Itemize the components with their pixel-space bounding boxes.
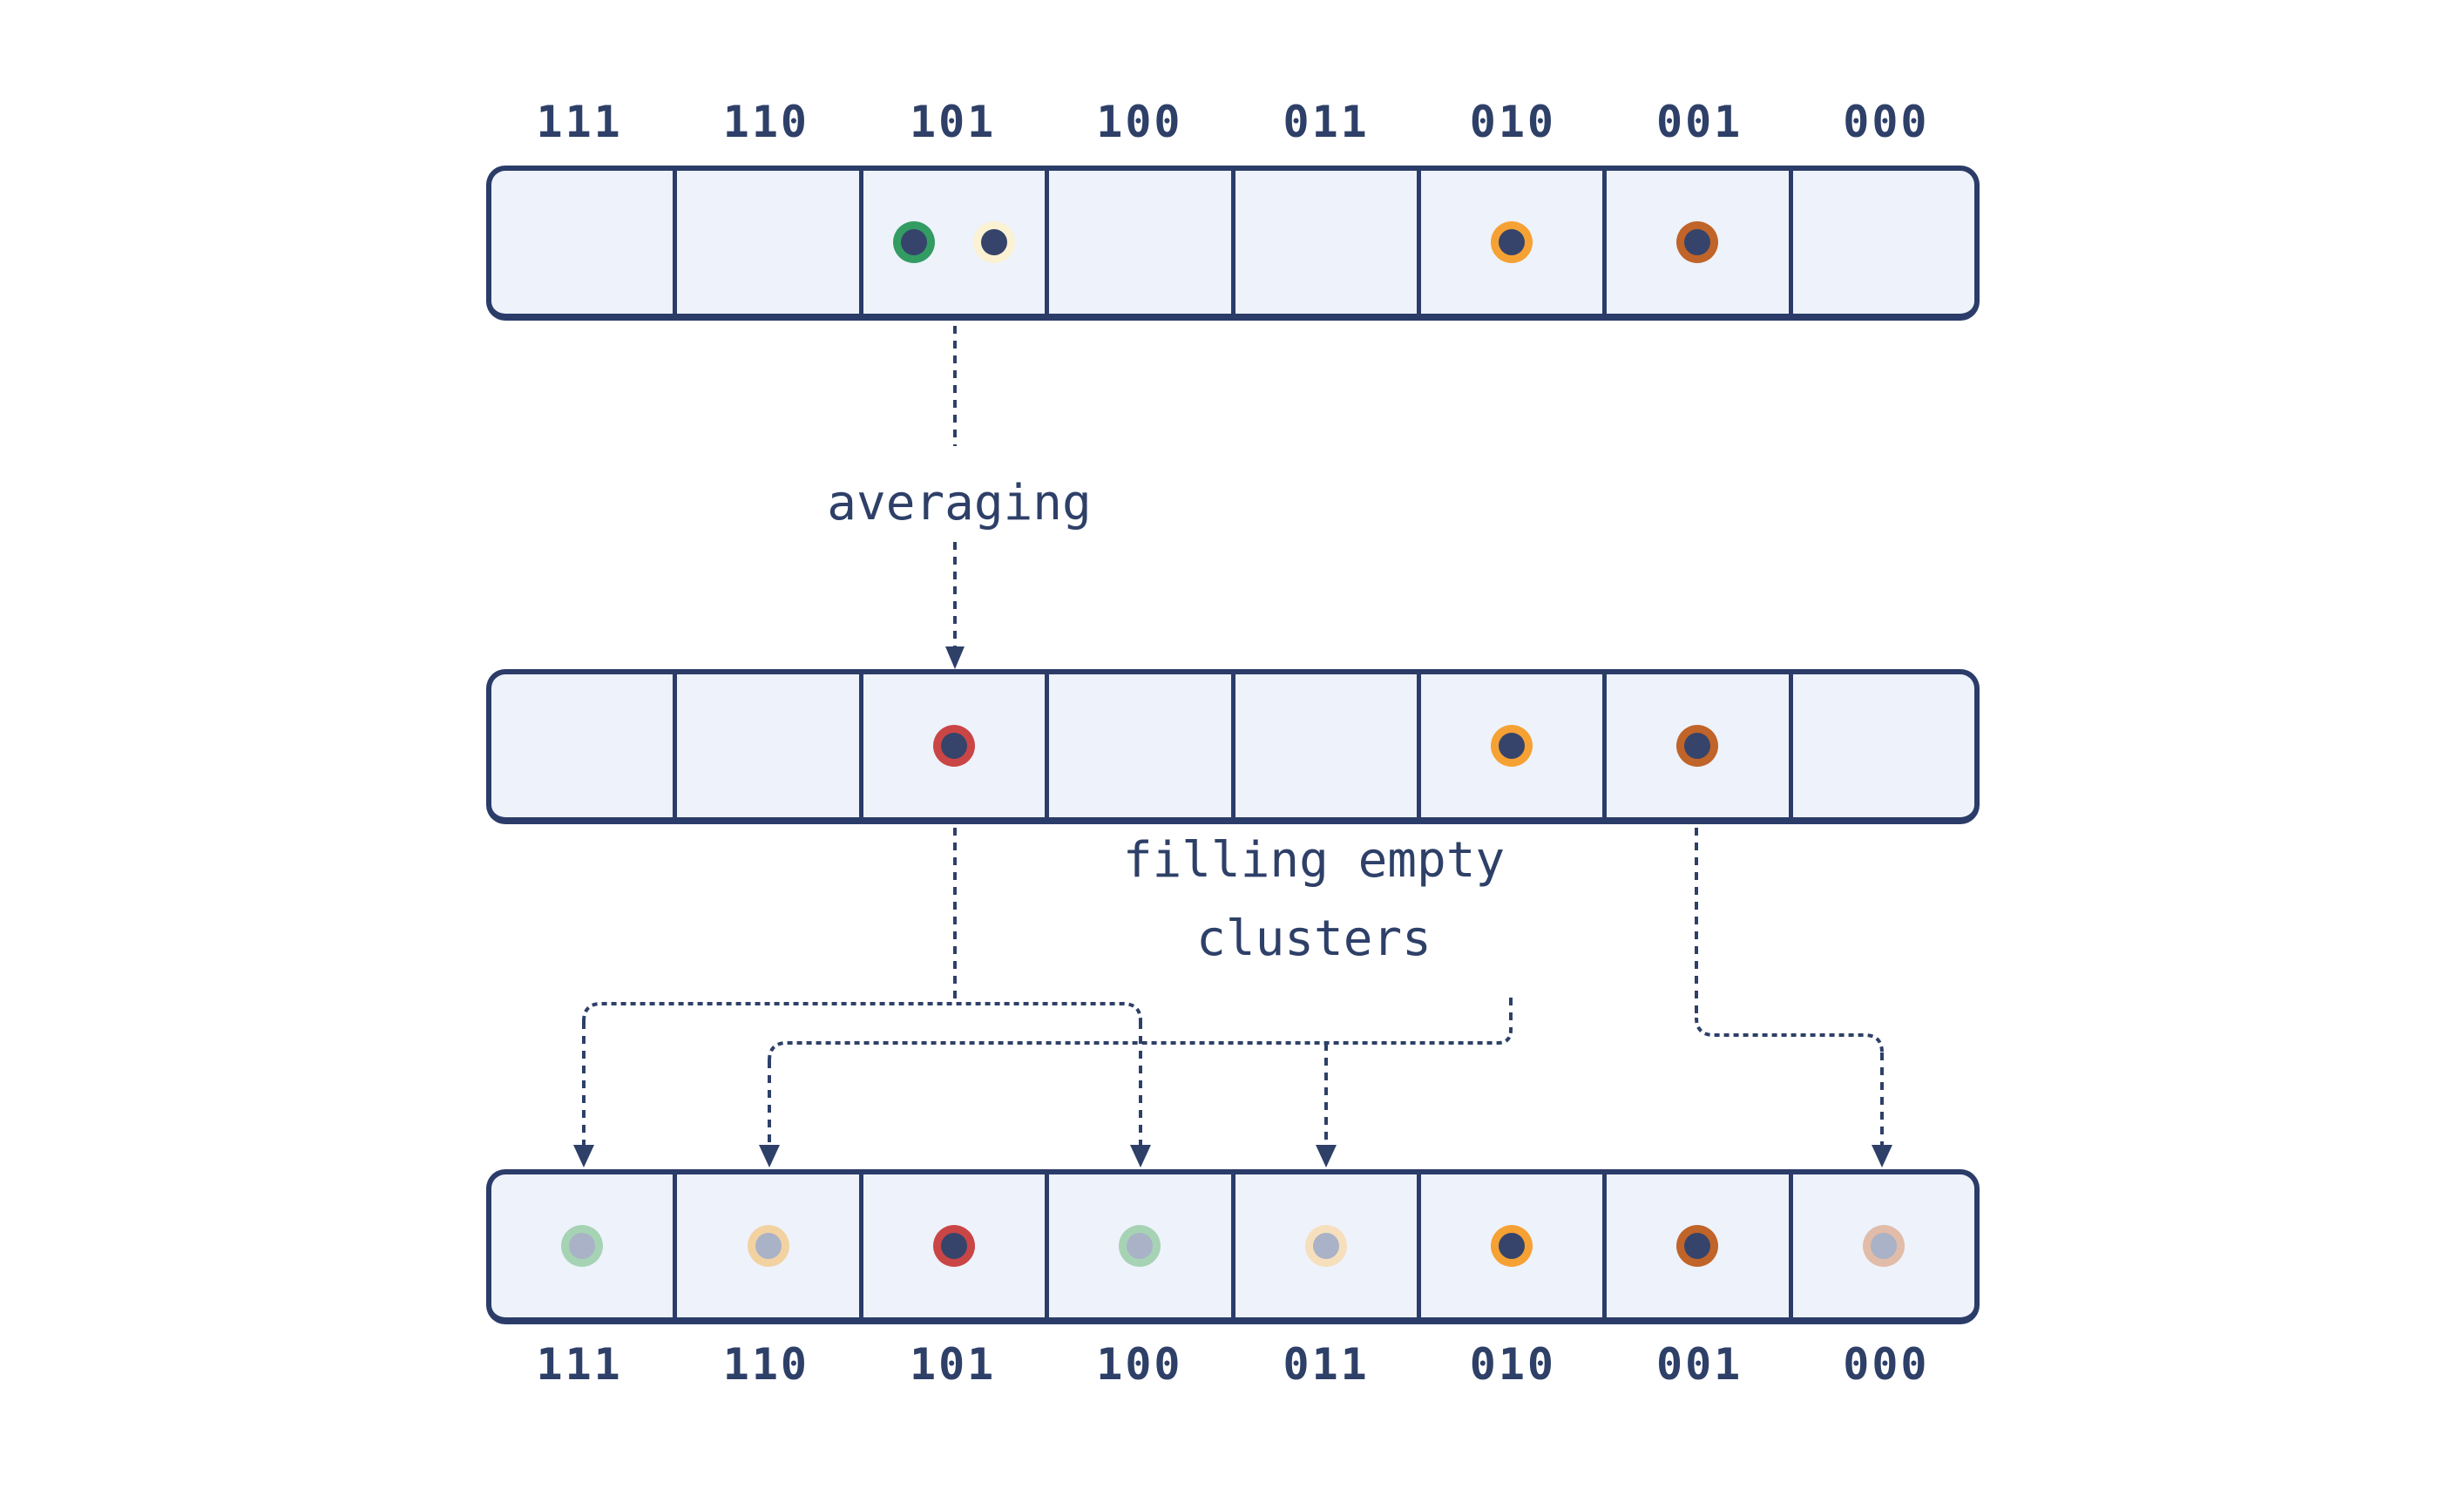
- dot-faded_peach-filled-110: [747, 1225, 789, 1267]
- cluster-label-000: 000: [1843, 97, 1930, 147]
- dot-core: [569, 1233, 596, 1259]
- cluster-row-initial: [486, 166, 1980, 321]
- cluster-label-011: 011: [1283, 1339, 1370, 1390]
- top-label-strip: 111 110 101 100 011 010 001 000: [486, 98, 1980, 146]
- cluster-label-100: 100: [1096, 97, 1183, 147]
- cell-initial-010: [1421, 171, 1608, 314]
- dot-orange-initial-010: [1491, 221, 1533, 263]
- cluster-label-011: 011: [1283, 97, 1370, 147]
- dot-core: [1870, 1233, 1897, 1259]
- cell-filled-011: [1235, 1174, 1421, 1317]
- branch-line-110-011: [768, 1029, 1513, 1061]
- cluster-label-111: 111: [536, 97, 623, 147]
- dot-core: [900, 229, 927, 255]
- dot-orange-averaged-010: [1491, 725, 1533, 767]
- cluster-label-101: 101: [909, 1339, 997, 1390]
- cell-averaged-101: [863, 674, 1050, 817]
- dot-brown-initial-001: [1676, 221, 1719, 263]
- dot-faded_cream-filled-011: [1304, 1225, 1347, 1267]
- dot-faded_rose-filled-000: [1862, 1225, 1905, 1267]
- dot-core: [1684, 1233, 1711, 1259]
- cluster-label-101: 101: [909, 97, 997, 147]
- dot-core: [1312, 1233, 1339, 1259]
- cell-initial-110: [677, 171, 863, 314]
- dot-core: [940, 1233, 967, 1259]
- dot-brown-averaged-001: [1676, 725, 1719, 767]
- cluster-label-110: 110: [722, 1339, 810, 1390]
- arrowhead-averaging: [945, 646, 965, 669]
- arrowhead-011: [1316, 1145, 1337, 1168]
- cluster-label-010: 010: [1469, 97, 1557, 147]
- cell-initial-100: [1049, 171, 1235, 314]
- cell-filled-101: [863, 1174, 1050, 1317]
- dot-brown-filled-001: [1676, 1225, 1719, 1267]
- filling-label-line1: filling empty: [1122, 832, 1506, 889]
- dot-core: [755, 1233, 782, 1259]
- cluster-label-001: 001: [1655, 1339, 1743, 1390]
- cell-filled-100: [1049, 1174, 1235, 1317]
- dot-green-initial-101: [892, 221, 935, 263]
- cell-averaged-111: [491, 674, 678, 817]
- cluster-label-001: 001: [1655, 97, 1743, 147]
- arrowhead-000: [1872, 1145, 1892, 1168]
- dot-core: [1684, 229, 1711, 255]
- dot-orange-filled-010: [1491, 1225, 1533, 1267]
- cell-filled-111: [491, 1174, 678, 1317]
- cell-initial-111: [491, 171, 678, 314]
- jog-line-001-000: [1695, 1017, 1884, 1053]
- cell-averaged-100: [1049, 674, 1235, 817]
- cluster-label-100: 100: [1096, 1339, 1183, 1390]
- dot-faded_green-filled-100: [1119, 1225, 1161, 1267]
- dot-red-averaged-101: [932, 725, 975, 767]
- cell-filled-110: [677, 1174, 863, 1317]
- cell-filled-001: [1607, 1174, 1793, 1317]
- cell-averaged-011: [1235, 674, 1421, 817]
- cluster-label-000: 000: [1843, 1339, 1930, 1390]
- cell-averaged-110: [677, 674, 863, 817]
- fill-connector-from-010: [759, 998, 1513, 1168]
- arrowhead-111: [573, 1145, 594, 1168]
- branch-line-111-100: [582, 1002, 1142, 1022]
- dot-core: [1499, 733, 1526, 759]
- cell-filled-010: [1421, 1174, 1608, 1317]
- cell-averaged-000: [1793, 674, 1974, 817]
- cell-averaged-010: [1421, 674, 1608, 817]
- cell-filled-000: [1793, 1174, 1974, 1317]
- dot-core: [1127, 1233, 1154, 1259]
- dot-faded_green-filled-111: [561, 1225, 604, 1267]
- cluster-label-110: 110: [722, 97, 810, 147]
- filling-empty-clusters-label: filling empty clusters: [1123, 822, 1505, 978]
- cell-initial-001: [1607, 171, 1793, 314]
- dot-core: [940, 733, 967, 759]
- cell-initial-101: [863, 171, 1050, 314]
- cluster-label-010: 010: [1469, 1339, 1557, 1390]
- dot-core: [980, 229, 1007, 255]
- fill-connector-from-001: [1695, 828, 1892, 1168]
- cluster-row-averaged: [486, 669, 1980, 824]
- dot-cream-initial-101: [972, 221, 1015, 263]
- cell-averaged-001: [1607, 674, 1793, 817]
- dot-core: [1499, 229, 1526, 255]
- cell-initial-011: [1235, 171, 1421, 314]
- averaging-label: averaging: [827, 475, 1092, 531]
- bottom-label-strip: 111 110 101 100 011 010 001 000: [486, 1340, 1980, 1389]
- cluster-row-filled: [486, 1169, 1980, 1324]
- dot-red-filled-101: [932, 1225, 975, 1267]
- arrowhead-110: [759, 1145, 780, 1168]
- fill-connector-from-101: [573, 828, 1151, 1168]
- arrowhead-100: [1130, 1145, 1151, 1168]
- cell-initial-000: [1793, 171, 1974, 314]
- dot-core: [1684, 733, 1711, 759]
- dot-core: [1499, 1233, 1526, 1259]
- filling-label-line2: clusters: [1196, 910, 1432, 967]
- cluster-label-111: 111: [536, 1339, 623, 1390]
